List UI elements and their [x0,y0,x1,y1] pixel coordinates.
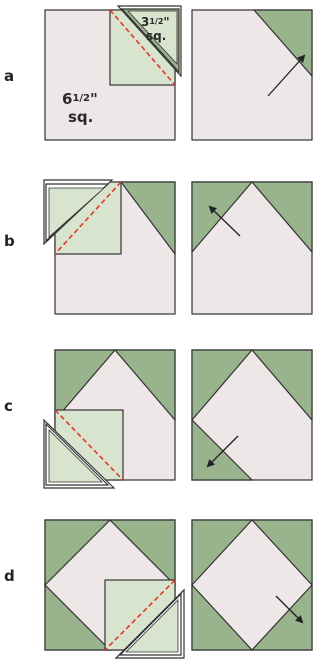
large-square-unit: " [90,90,98,108]
step-d-row: d [4,519,313,659]
stitch-line [104,579,176,651]
corner-triangle-top-right [108,519,176,587]
press-arrow [267,54,306,97]
small-square-fraction: 1/2 [149,17,163,26]
corner-triangle-top-left [191,519,254,587]
corner-triangle-top-right [250,519,313,587]
corner-triangle-bottom-right [250,583,313,651]
corner-triangle-top-left [44,519,112,587]
large-square-size-label: 61/2" [62,90,98,108]
press-arrow [206,435,239,468]
stitch-line [54,409,124,481]
corner-triangle-top-right [250,181,313,254]
small-square-suffix: sq. [146,29,166,43]
step-d-after-block [191,519,313,651]
step-b-row: b [4,179,313,315]
press-arrow [208,205,241,237]
step-a-before-block: 31/2" sq. 61/2" sq. [44,5,182,141]
small-square-unit: " [163,15,169,29]
folded-triangle-face [48,187,106,238]
step-b-before-block [43,179,176,315]
step-label-c: c [4,397,13,415]
step-label-a: a [4,67,14,85]
large-square-suffix: sq. [68,108,93,126]
step-c-before-block [43,349,176,489]
folded-triangle-face [125,599,179,653]
stitch-line [54,181,122,255]
large-square-whole: 6 [62,90,72,108]
corner-triangle-top-right [250,349,313,422]
stitch-line [109,9,176,86]
small-square-size-label: 31/2" [141,15,170,29]
step-b-after-block [191,181,313,315]
step-d-before-block [44,519,185,659]
step-c-after-block [191,349,313,481]
corner-triangle-bottom-left [191,583,254,651]
press-arrow [275,595,304,624]
corner-triangle-top-left [191,181,254,254]
step-c-row: c [4,349,313,489]
step-label-b: b [4,232,15,250]
step-a-row: a 31/2" sq. 61/2" sq. [4,5,313,141]
folded-triangle-face [127,10,178,66]
corner-triangle-top-right [119,181,176,256]
small-square-whole: 3 [141,15,149,29]
step-label-d: d [4,567,15,585]
corner-triangle-top-left [54,349,117,422]
large-square-fraction: 1/2 [72,93,90,104]
corner-triangle-top-left [191,349,254,422]
step-a-after-block [191,9,313,141]
corner-triangle-bottom-left [44,583,112,651]
corner-triangle-top-right [113,349,176,422]
folded-triangle-face [48,429,103,483]
